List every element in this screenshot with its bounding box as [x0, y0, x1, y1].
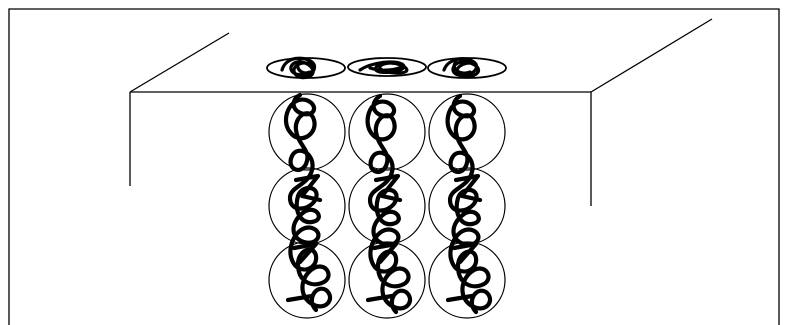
chain-column-2	[368, 96, 410, 312]
chain-column-1	[286, 95, 330, 310]
top-coils	[267, 58, 506, 78]
chain-column-3	[448, 96, 490, 312]
table-back-left-edge	[130, 33, 229, 92]
top-coil-3	[444, 59, 479, 77]
table-outline	[130, 19, 712, 206]
top-coil-1	[282, 58, 315, 77]
top-coil-2	[360, 62, 407, 73]
table-back-right-edge	[591, 19, 712, 92]
chains	[286, 95, 490, 312]
